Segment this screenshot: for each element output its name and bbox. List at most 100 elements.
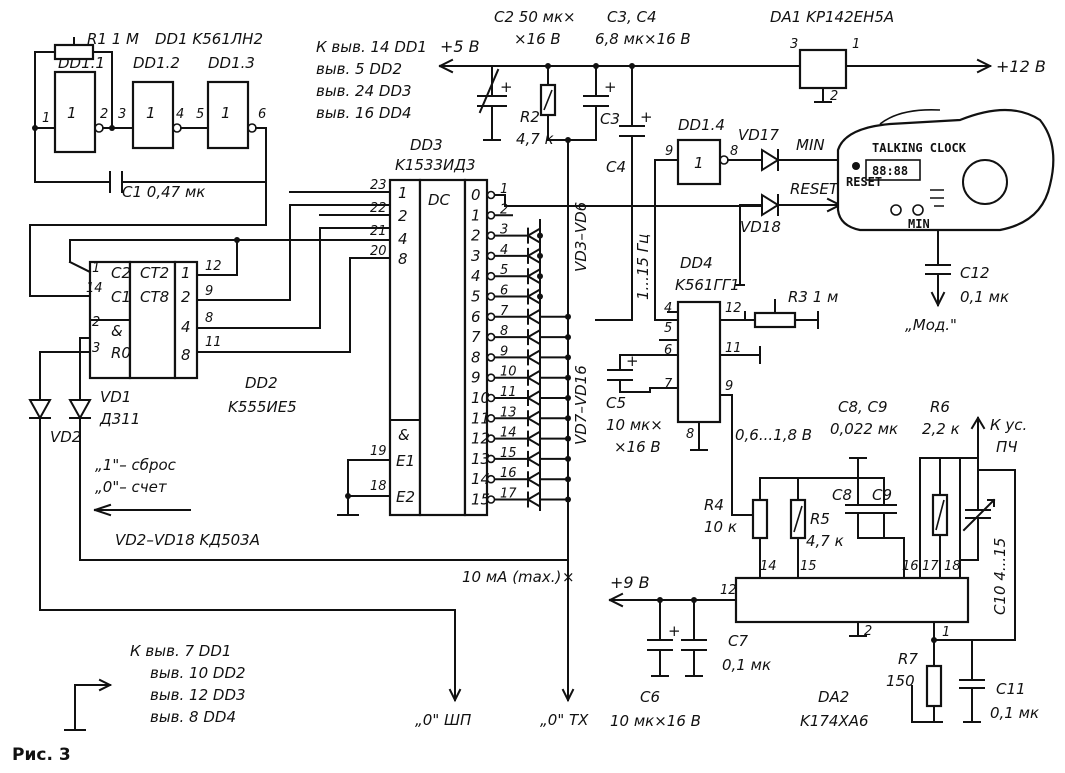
c12-label: C12 [960, 264, 990, 282]
r7-value: 150 [886, 672, 915, 690]
svg-text:1: 1 [852, 37, 860, 52]
svg-text:1: 1 [181, 264, 191, 282]
plus9-label: +9 В [610, 573, 650, 592]
dd3-middle [418, 178, 467, 517]
da2-type: K174XA6 [800, 712, 869, 730]
dd3-output-label: 2 [471, 227, 481, 245]
clock-min-label: MIN [908, 217, 930, 231]
svg-text:9: 9 [665, 144, 673, 159]
c5-value-b: ×16 В [614, 438, 661, 456]
c3c4-label: C3, C4 [607, 8, 657, 26]
svg-text:1: 1 [42, 111, 50, 126]
c7-label: C7 [728, 632, 748, 650]
r6-label: R6 [930, 398, 950, 416]
dd1-3-gate [206, 80, 250, 150]
svg-text:16: 16 [902, 559, 919, 574]
c8-label: C8 [832, 486, 852, 504]
reset-button[interactable] [852, 162, 860, 170]
vd7-vd16-label: VD7–VD16 [572, 365, 590, 445]
c5-label: C5 [606, 394, 626, 412]
diode-bar [527, 471, 569, 488]
dd2-type: K555ИЕ5 [228, 398, 297, 416]
svg-text:2: 2 [181, 288, 191, 306]
dd3-output-label: 0 [471, 186, 481, 204]
c7-value: 0,1 мк [722, 656, 771, 674]
dd1-3-label: DD1.3 [208, 54, 255, 72]
r7-label: R7 [898, 650, 918, 668]
supply-note: выв. 5 DD2 [316, 60, 402, 78]
c3c4-label-b: 6,8 мк×16 В [595, 30, 691, 48]
c6-label: C6 [640, 688, 660, 706]
svg-text:C1: C1 [111, 288, 131, 306]
dd1-1-gate [53, 70, 97, 154]
dd1-1-inversion [94, 123, 104, 133]
r3-label: R3 1 м [788, 288, 838, 306]
svg-text:12: 12 [720, 583, 737, 598]
freq-label: 1...15 Гц [634, 234, 652, 300]
dd4-type: K561ГГ1 [675, 276, 740, 294]
dd2-middle [128, 260, 177, 380]
c11-label: C11 [996, 680, 1026, 698]
c8c9-label: C8, C9 [838, 398, 888, 416]
out-tx-label: „0" TX [540, 711, 589, 729]
svg-text:3: 3 [92, 341, 100, 356]
output-pin-circle [486, 231, 496, 240]
svg-text:&: & [398, 426, 410, 444]
svg-text:1: 1 [92, 261, 100, 276]
mod-label: „Мод." [905, 316, 957, 334]
to-if-2: ПЧ [996, 438, 1018, 456]
reset-note: „1"– сброс [95, 456, 177, 474]
svg-text:1: 1 [942, 625, 950, 640]
svg-text:2: 2 [830, 89, 838, 104]
output-pin-circle [486, 190, 496, 200]
svg-text:+: + [604, 78, 617, 96]
da2-chip [734, 576, 970, 624]
r6-value: 2,2 к [922, 420, 960, 438]
dd3-output-pin: 4 [500, 243, 508, 258]
decoder-dd3: DD3 K1533ИД3 DC & E1 E2 19 18 1232224218… [289, 136, 517, 517]
dd3-output-label: 4 [471, 267, 481, 285]
vd17-label: VD17 [738, 126, 779, 144]
c3-label: C3 [600, 110, 620, 128]
svg-text:18: 18 [370, 479, 387, 494]
ground-note: выв. 10 DD2 [150, 664, 246, 682]
ground-note: выв. 12 DD3 [150, 686, 246, 704]
dd3-output-label: 5 [471, 288, 481, 306]
out-sp-label: „0" ШП [415, 711, 471, 729]
diodes-vd1-vd2: VD1 Д311 VD2 „1"– сброс „0"– счет VD2–VD… [28, 388, 569, 701]
dd3-output-label: 8 [471, 348, 481, 366]
svg-text:&: & [111, 322, 123, 340]
min-button[interactable] [890, 204, 902, 216]
output-pin-circle [486, 474, 496, 484]
dd3-output-pin: 11 [500, 385, 517, 400]
hour-button[interactable] [912, 204, 924, 216]
dc-label: DC [428, 191, 451, 209]
svg-text:E1: E1 [396, 452, 415, 470]
vd1-label: VD1 [100, 388, 131, 406]
output-pin-circle [486, 373, 496, 383]
svg-text:8: 8 [686, 427, 694, 442]
vd1-type: Д311 [99, 410, 140, 428]
r2-value: 4,7 к [516, 130, 554, 148]
svg-text:4: 4 [664, 301, 672, 316]
svg-text:R0: R0 [111, 344, 131, 362]
svg-text:2: 2 [100, 107, 108, 122]
svg-text:15: 15 [800, 559, 817, 574]
svg-text:18: 18 [944, 559, 961, 574]
svg-text:5: 5 [196, 107, 204, 122]
da2-label: DA2 [818, 688, 849, 706]
output-pin-circle [486, 495, 496, 504]
c8c9-value: 0,022 мк [830, 420, 898, 438]
clock-title: TALKING CLOCK [872, 141, 967, 155]
plus12-label: +12 В [996, 57, 1046, 76]
talking-clock-device: TALKING CLOCK 88:88 RESET MIN C12 0,1 мк… [836, 108, 1055, 334]
dd3-input-label: 2 [398, 207, 408, 225]
dd3-input-pin: 21 [370, 224, 387, 239]
dd3-type: K1533ИД3 [395, 156, 476, 174]
diode-bar [527, 308, 569, 325]
svg-text:12: 12 [205, 259, 222, 274]
dd3-output-label: 14 [471, 470, 490, 488]
ground-note: выв. 8 DD4 [150, 708, 236, 726]
